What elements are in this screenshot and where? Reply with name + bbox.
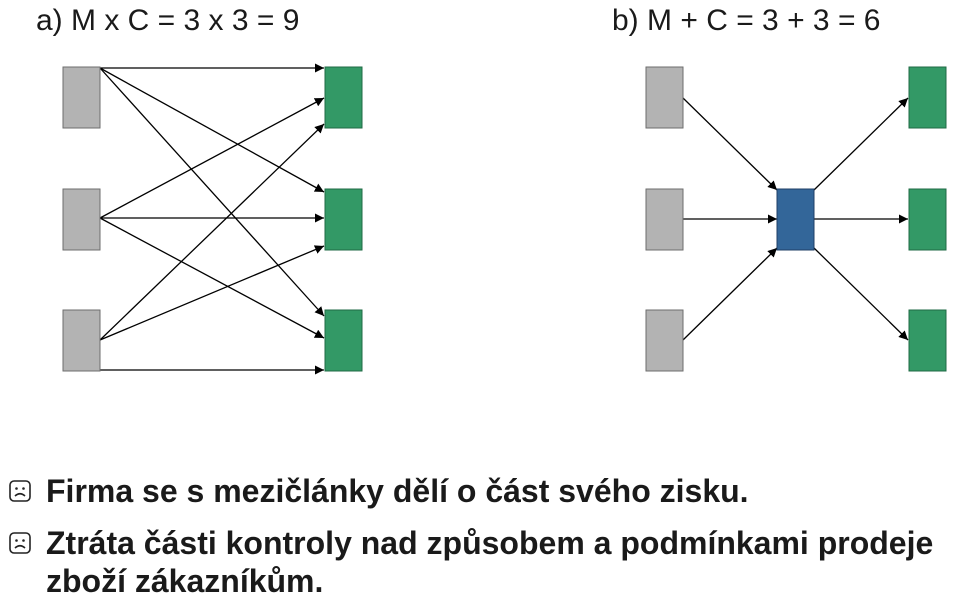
manufacturer-box [62,66,101,129]
customer-box [324,309,363,372]
connection-intermediary-c1 [813,97,909,191]
connection-m2-c1 [99,97,325,219]
intermediary-box [776,188,815,251]
sad-face-icon [8,472,46,510]
customer-box [324,188,363,251]
connection-m2-c3 [99,217,325,339]
bullet-text: Ztráta části kontroly nad způsobem a pod… [46,525,934,599]
customer-box [908,309,947,372]
diagram-b-connections [682,97,909,341]
manufacturer-box [62,309,101,372]
bullet-list: Firma se s mezičlánky dělí o část svého … [8,472,953,600]
connection-m1-c2 [99,67,325,193]
diagram-b-heading: b) M + C = 3 + 3 = 6 [612,4,881,37]
bullet-item: Ztráta části kontroly nad způsobem a pod… [8,524,953,600]
customer-box [324,66,363,129]
customer-box [908,66,947,129]
manufacturer-box [645,188,684,251]
diagram-a-connections [99,63,325,375]
manufacturer-box [62,188,101,251]
connection-intermediary-c3 [813,247,909,341]
customer-box [908,188,947,251]
sad-face-icon [8,524,46,562]
manufacturer-box [645,309,684,372]
diagram-b [645,66,947,372]
bullet-text: Firma se s mezičlánky dělí o část svého … [46,473,749,509]
connection-m3-c1 [99,123,325,341]
connection-m3-c2 [99,245,325,341]
connection-m3-intermediary [682,247,778,341]
diagram-a [62,63,363,375]
manufacturer-box [645,66,684,129]
distribution-diagram [62,63,947,375]
connection-m1-c3 [99,67,325,317]
connection-m1-intermediary [682,97,778,191]
bullet-item: Firma se s mezičlánky dělí o část svého … [8,472,953,510]
diagram-a-heading: a) M x C = 3 x 3 = 9 [36,4,300,37]
